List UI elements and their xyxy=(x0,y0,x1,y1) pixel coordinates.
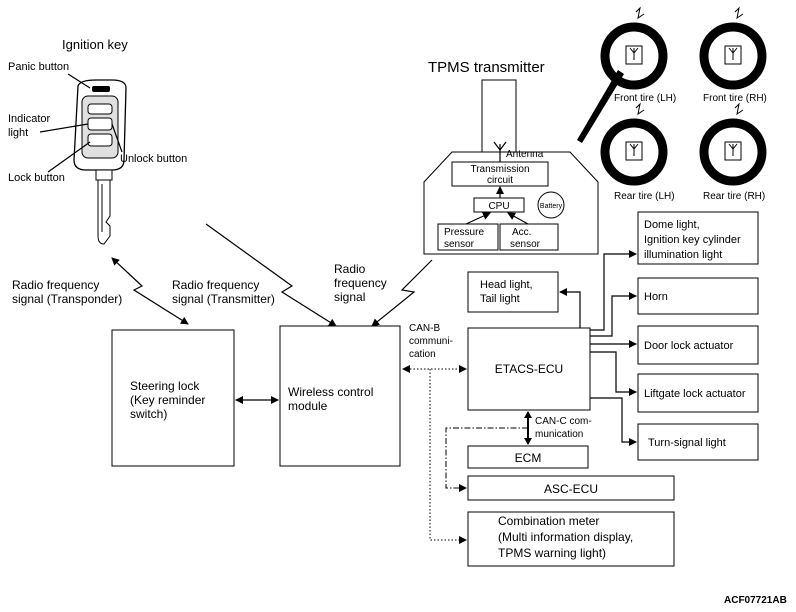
turn-signal-box xyxy=(637,423,759,461)
battery-circle xyxy=(537,191,565,219)
rear-tire-lh-icon xyxy=(600,102,668,186)
cpu-box xyxy=(473,197,525,213)
steering-lock-box xyxy=(111,329,235,467)
horn-label: Horn xyxy=(644,291,668,303)
combo-label-3: TPMS warning light) xyxy=(498,546,606,560)
transmission-circuit-box xyxy=(451,161,549,187)
combo-label-1: Combination meter xyxy=(498,514,599,528)
transponder-signal-label-2: signal (Transponder) xyxy=(12,292,122,306)
etacs-horn-line xyxy=(590,292,637,337)
canb-label-2: communi- xyxy=(409,336,453,347)
figure-code: ACF07721AB xyxy=(724,595,787,606)
indicator-leader-line xyxy=(39,123,89,133)
front-tire-lh-icon xyxy=(600,6,668,90)
pressure-sensor-label-1: Pressure xyxy=(444,227,484,238)
tpms-title: TPMS transmitter xyxy=(428,59,545,76)
etacs-dome-line xyxy=(590,250,637,331)
canc-asc-line xyxy=(445,427,528,492)
etacs-headlight-line xyxy=(559,288,581,328)
rf-signal-label-3: signal xyxy=(334,290,365,304)
turn-signal-label: Turn-signal light xyxy=(648,437,726,449)
transponder-signal-arrow xyxy=(111,257,189,325)
horn-box xyxy=(637,277,759,315)
rear-tire-rh-icon xyxy=(699,102,767,186)
acc-sensor-label-1: Acc. xyxy=(512,227,531,238)
unlock-leader-line xyxy=(111,123,123,153)
etacs-liftgate-line xyxy=(590,351,637,396)
door-lock-box xyxy=(637,325,759,365)
cpu-label: CPU xyxy=(488,201,509,212)
ignition-key-title: Ignition key xyxy=(62,37,128,52)
ecm-label: ECM xyxy=(515,451,542,465)
ecm-box xyxy=(467,445,589,469)
liftgate-box xyxy=(637,373,759,413)
antenna-label: Antenna xyxy=(506,149,544,160)
acc-sensor-box xyxy=(499,223,559,251)
acc-to-cpu-arrow xyxy=(507,212,529,225)
tpms-signal-arrow xyxy=(371,259,433,327)
etacs-ecu-label: ETACS-ECU xyxy=(495,362,563,376)
canc-arrow-up xyxy=(524,411,532,418)
panic-leader-line xyxy=(67,73,91,89)
ignition-key-icon xyxy=(73,79,127,245)
tpms-callout-pointer xyxy=(577,70,624,143)
transponder-signal-label-1: Radio frequency xyxy=(12,278,99,292)
unlock-button-label: Unlock button xyxy=(120,153,187,165)
acc-sensor-label-2: sensor xyxy=(510,239,541,250)
tpms-valve-stem xyxy=(481,79,517,153)
combination-meter-box xyxy=(467,511,675,567)
rear-tire-rh-label: Rear tire (RH) xyxy=(703,191,765,202)
rear-tire-lh-label: Rear tire (LH) xyxy=(614,191,675,202)
dome-light-label-1: Dome light, xyxy=(644,219,700,231)
indicator-light-label-1: Indicator xyxy=(8,113,51,125)
wireless-control-module-box xyxy=(279,325,401,467)
transmitter-signal-label-2: signal (Transmitter) xyxy=(172,292,275,306)
canb-combo-line xyxy=(429,369,467,544)
pressure-sensor-label-2: sensor xyxy=(444,239,475,250)
liftgate-label: Liftgate lock actuator xyxy=(644,388,746,400)
battery-label: Battery xyxy=(540,203,563,210)
wcm-label-2: module xyxy=(288,399,328,413)
canb-label-3: cation xyxy=(409,349,436,360)
dome-light-label-3: illumination light xyxy=(644,249,722,261)
steering-lock-label-2: (Key reminder xyxy=(130,393,205,407)
head-light-label-2: Tail light xyxy=(480,293,520,305)
steering-lock-label-3: switch) xyxy=(130,407,167,421)
rf-signal-label-2: frequency xyxy=(334,276,387,290)
front-tire-rh-label: Front tire (RH) xyxy=(703,93,767,104)
rf-signal-label-1: Radio xyxy=(334,262,366,276)
etacs-ecu-box xyxy=(467,327,591,411)
asc-ecu-box xyxy=(467,475,675,501)
transmission-circuit-label-1: Transmission xyxy=(470,164,529,175)
panic-button-label: Panic button xyxy=(8,61,69,73)
transmitter-signal-label-1: Radio frequency xyxy=(172,278,259,292)
wcm-label-1: Wireless control xyxy=(288,385,373,399)
asc-ecu-label: ASC-ECU xyxy=(544,482,598,496)
dome-light-box xyxy=(637,211,759,265)
etacs-turn-line xyxy=(590,397,637,446)
head-light-label-1: Head light, xyxy=(480,279,533,291)
front-tire-rh-icon xyxy=(699,6,767,90)
canc-label-2: munication xyxy=(535,429,583,440)
antenna-icon xyxy=(493,141,507,162)
steering-lock-label-1: Steering lock xyxy=(130,379,200,393)
canc-label-1: CAN-C com- xyxy=(535,416,592,427)
canc-arrow-down xyxy=(524,438,532,445)
transmission-circuit-label-2: circuit xyxy=(487,175,513,186)
lock-leader-line xyxy=(47,141,91,173)
transmitter-signal-arrow xyxy=(205,223,337,327)
door-lock-label: Door lock actuator xyxy=(644,340,734,352)
front-tire-lh-label: Front tire (LH) xyxy=(614,93,676,104)
head-light-box xyxy=(467,271,559,313)
dome-light-label-2: Ignition key cylinder xyxy=(644,234,741,246)
combo-label-2: (Multi information display, xyxy=(498,530,633,544)
pressure-sensor-box xyxy=(437,223,499,251)
lock-button-label: Lock button xyxy=(8,172,65,184)
canb-label-1: CAN-B xyxy=(409,323,440,334)
pressure-to-cpu-arrow xyxy=(465,212,491,225)
indicator-light-label-2: light xyxy=(8,127,28,139)
